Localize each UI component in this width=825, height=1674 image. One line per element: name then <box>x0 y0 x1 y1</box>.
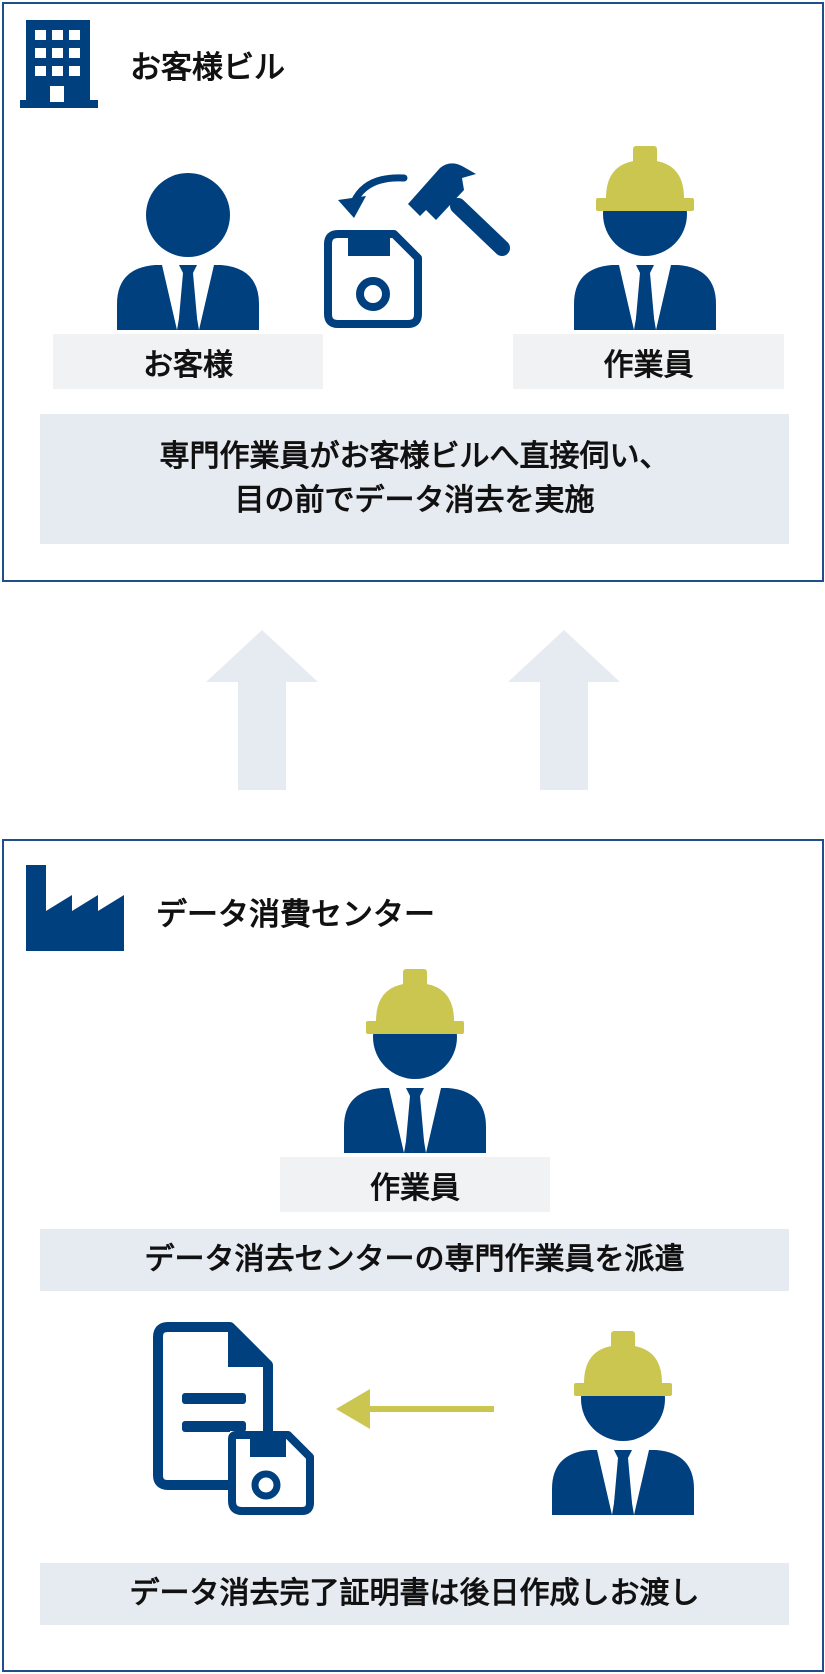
worker-icon <box>574 140 716 332</box>
floppy-disk-icon <box>228 1431 314 1515</box>
worker-icon <box>344 963 486 1155</box>
dispatch-caption: データ消去センターの専門作業員を派遣 <box>40 1229 789 1291</box>
customer-building-title: お客様ビル <box>130 50 285 86</box>
onsite-caption-line-1: 専門作業員がお客様ビルへ直接伺い、 <box>159 439 670 474</box>
certificate-caption: データ消去完了証明書は後日作成しお渡し <box>40 1563 789 1625</box>
data-center-title: データ消費センター <box>156 897 435 933</box>
customer-building-panel: お客様ビル お客様 <box>2 2 824 582</box>
onsite-caption: 専門作業員がお客様ビルへ直接伺い、 目の前でデータ消去を実施 <box>40 414 789 544</box>
onsite-caption-line-2: 目の前でデータ消去を実施 <box>234 483 595 518</box>
certificate-document-icon <box>152 1321 318 1517</box>
data-center-panel: データ消費センター 作業員 データ消去センターの専門作業員を派遣 <box>2 839 824 1672</box>
up-arrow-right <box>508 630 620 790</box>
up-arrow-left <box>206 630 318 790</box>
curved-arrow-icon <box>332 170 412 226</box>
office-building-icon <box>20 20 98 110</box>
customer-person-icon <box>117 172 259 332</box>
hammer-icon <box>406 160 516 260</box>
customer-label: お客様 <box>53 334 323 389</box>
worker-label: 作業員 <box>513 334 784 389</box>
worker-icon <box>552 1325 694 1517</box>
handover-arrow-icon <box>336 1387 496 1431</box>
center-worker-label: 作業員 <box>280 1157 550 1212</box>
factory-icon <box>26 865 128 955</box>
floppy-disk-icon <box>324 230 422 328</box>
